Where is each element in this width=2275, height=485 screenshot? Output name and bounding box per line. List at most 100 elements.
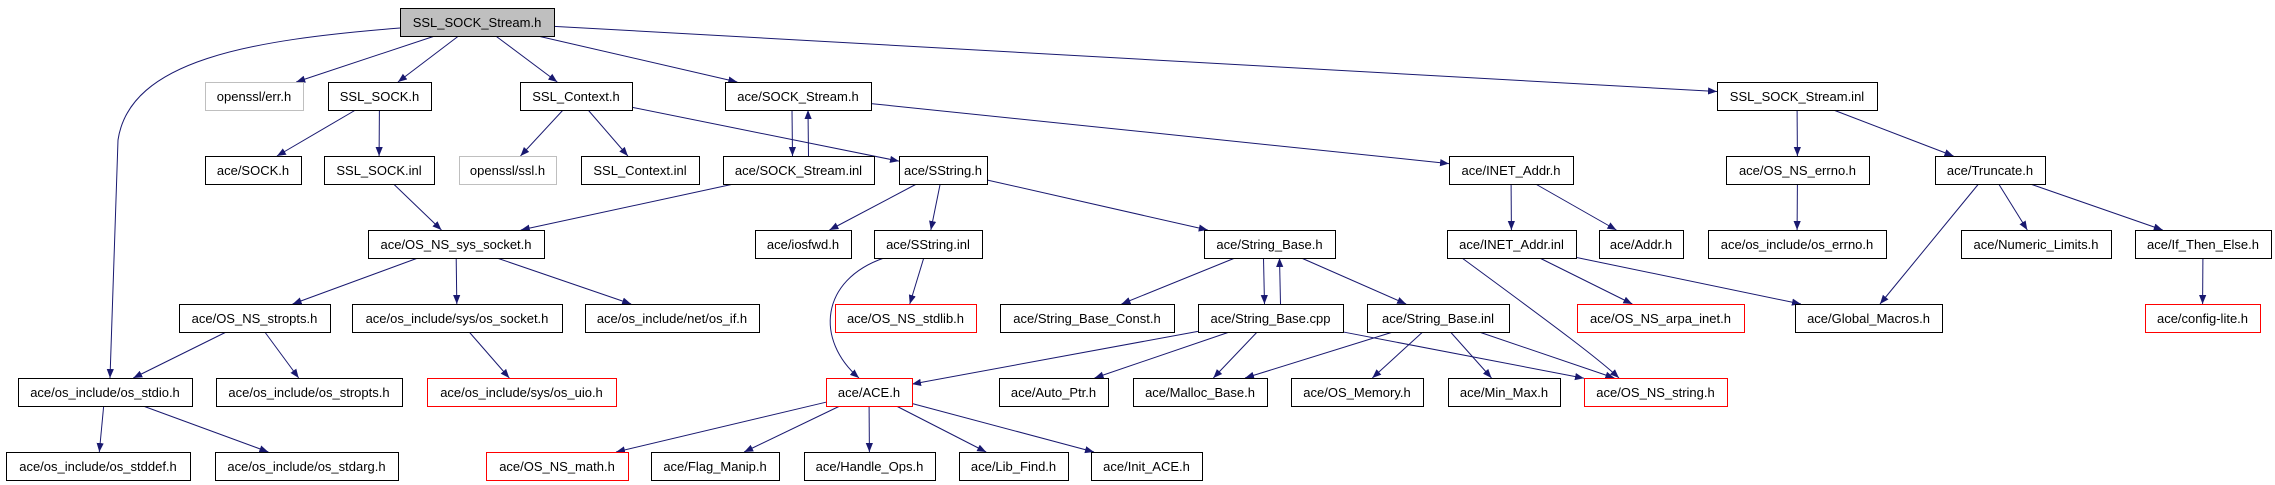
node-box[interactable] [899, 156, 988, 185]
node-flag-manip-h[interactable]: ace/Flag_Manip.h [651, 452, 780, 481]
node-ssl-sock-stream-inl[interactable]: SSL_SOCK_Stream.inl [1717, 82, 1878, 111]
node-os-stdio-h[interactable]: ace/os_include/os_stdio.h [18, 378, 193, 407]
node-box[interactable] [723, 156, 875, 185]
node-box[interactable] [1000, 304, 1175, 333]
node-box[interactable] [1961, 230, 2112, 259]
node-string-base-h[interactable]: ace/String_Base.h [1204, 230, 1336, 259]
node-box[interactable] [2145, 304, 2261, 333]
node-box[interactable] [179, 304, 331, 333]
node-init-ace-h[interactable]: ace/Init_ACE.h [1091, 452, 1203, 481]
node-box[interactable] [581, 156, 700, 185]
node-box[interactable] [1204, 230, 1336, 259]
node-box[interactable] [1091, 452, 1203, 481]
node-auto-ptr-h[interactable]: ace/Auto_Ptr.h [999, 378, 1109, 407]
node-box[interactable] [205, 156, 302, 185]
node-box[interactable] [1447, 230, 1577, 259]
node-os-stdarg-h[interactable]: ace/os_include/os_stdarg.h [215, 452, 399, 481]
node-numeric-limits-h[interactable]: ace/Numeric_Limits.h [1961, 230, 2112, 259]
node-os-ns-stdlib-h[interactable]: ace/OS_NS_stdlib.h [835, 304, 977, 333]
node-config-lite-h[interactable]: ace/config-lite.h [2145, 304, 2261, 333]
node-addr-h[interactable]: ace/Addr.h [1599, 230, 1684, 259]
node-inet-addr-inl[interactable]: ace/INET_Addr.inl [1447, 230, 1577, 259]
node-sys-os-uio-h[interactable]: ace/os_include/sys/os_uio.h [427, 378, 617, 407]
node-box[interactable] [1708, 230, 1887, 259]
node-openssl-err-h[interactable]: openssl/err.h [205, 82, 304, 111]
node-box[interactable] [368, 230, 545, 259]
node-box[interactable] [486, 452, 629, 481]
node-sock-stream-inl[interactable]: ace/SOCK_Stream.inl [723, 156, 875, 185]
node-handle-ops-h[interactable]: ace/Handle_Ops.h [804, 452, 936, 481]
node-box[interactable] [959, 452, 1069, 481]
node-box[interactable] [826, 378, 913, 407]
node-box[interactable] [1726, 156, 1870, 185]
node-box[interactable] [1577, 304, 1745, 333]
node-lib-find-h[interactable]: ace/Lib_Find.h [959, 452, 1069, 481]
node-box[interactable] [999, 378, 1109, 407]
node-box[interactable] [1367, 304, 1510, 333]
node-box[interactable] [427, 378, 617, 407]
node-os-ns-stropts-h[interactable]: ace/OS_NS_stropts.h [179, 304, 331, 333]
node-box[interactable] [1584, 378, 1728, 407]
node-ssl-context-inl[interactable]: SSL_Context.inl [581, 156, 700, 185]
node-box[interactable] [324, 156, 435, 185]
node-sock-stream-h[interactable]: ace/SOCK_Stream.h [725, 82, 872, 111]
node-inet-addr-h[interactable]: ace/INET_Addr.h [1449, 156, 1574, 185]
node-ssl-sock-h[interactable]: SSL_SOCK.h [328, 82, 432, 111]
node-os-ns-arpa-inet-h[interactable]: ace/OS_NS_arpa_inet.h [1577, 304, 1745, 333]
node-box[interactable] [400, 8, 555, 37]
node-box[interactable] [2135, 230, 2272, 259]
node-box[interactable] [1795, 304, 1943, 333]
node-box[interactable] [205, 82, 304, 111]
node-box[interactable] [1717, 82, 1878, 111]
node-ace-h[interactable]: ace/ACE.h [826, 378, 913, 407]
node-os-ns-string-h[interactable]: ace/OS_NS_string.h [1584, 378, 1728, 407]
node-os-errno-h[interactable]: ace/os_include/os_errno.h [1708, 230, 1887, 259]
node-box[interactable] [835, 304, 977, 333]
node-box[interactable] [1291, 378, 1424, 407]
node-string-base-inl[interactable]: ace/String_Base.inl [1367, 304, 1510, 333]
node-ssl-context-h[interactable]: SSL_Context.h [520, 82, 633, 111]
node-malloc-base-h[interactable]: ace/Malloc_Base.h [1133, 378, 1268, 407]
node-box[interactable] [216, 378, 403, 407]
node-box[interactable] [459, 156, 557, 185]
node-box[interactable] [1935, 156, 2046, 185]
node-box[interactable] [651, 452, 780, 481]
node-sstring-h[interactable]: ace/SString.h [899, 156, 988, 185]
node-global-macros-h[interactable]: ace/Global_Macros.h [1795, 304, 1943, 333]
node-string-base-const-h[interactable]: ace/String_Base_Const.h [1000, 304, 1175, 333]
node-sstring-inl[interactable]: ace/SString.inl [874, 230, 983, 259]
node-if-then-else-h[interactable]: ace/If_Then_Else.h [2135, 230, 2272, 259]
node-os-ns-errno-h[interactable]: ace/OS_NS_errno.h [1726, 156, 1870, 185]
node-min-max-h[interactable]: ace/Min_Max.h [1448, 378, 1561, 407]
node-box[interactable] [1133, 378, 1268, 407]
node-box[interactable] [585, 304, 760, 333]
node-os-stddef-h[interactable]: ace/os_include/os_stddef.h [6, 452, 191, 481]
node-os-ns-sys-socket-h[interactable]: ace/OS_NS_sys_socket.h [368, 230, 545, 259]
node-iosfwd-h[interactable]: ace/iosfwd.h [755, 230, 852, 259]
node-box[interactable] [18, 378, 193, 407]
node-truncate-h[interactable]: ace/Truncate.h [1935, 156, 2046, 185]
node-box[interactable] [874, 230, 983, 259]
node-box[interactable] [328, 82, 432, 111]
node-string-base-cpp[interactable]: ace/String_Base.cpp [1198, 304, 1344, 333]
node-os-memory-h[interactable]: ace/OS_Memory.h [1291, 378, 1424, 407]
node-box[interactable] [6, 452, 191, 481]
node-box[interactable] [520, 82, 633, 111]
node-box[interactable] [755, 230, 852, 259]
node-box[interactable] [804, 452, 936, 481]
node-os-stropts-h[interactable]: ace/os_include/os_stropts.h [216, 378, 403, 407]
node-box[interactable] [1198, 304, 1344, 333]
node-box[interactable] [1448, 378, 1561, 407]
node-openssl-ssl-h[interactable]: openssl/ssl.h [459, 156, 557, 185]
node-sock-h[interactable]: ace/SOCK.h [205, 156, 302, 185]
node-box[interactable] [1449, 156, 1574, 185]
node-box[interactable] [352, 304, 563, 333]
node-ssl-sock-inl[interactable]: SSL_SOCK.inl [324, 156, 435, 185]
node-box[interactable] [215, 452, 399, 481]
node-box[interactable] [725, 82, 872, 111]
node-os-ns-math-h[interactable]: ace/OS_NS_math.h [486, 452, 629, 481]
node-ssl-sock-stream-h[interactable]: SSL_SOCK_Stream.h [400, 8, 555, 37]
node-sys-os-socket-h[interactable]: ace/os_include/sys/os_socket.h [352, 304, 563, 333]
node-box[interactable] [1599, 230, 1684, 259]
node-net-os-if-h[interactable]: ace/os_include/net/os_if.h [585, 304, 760, 333]
